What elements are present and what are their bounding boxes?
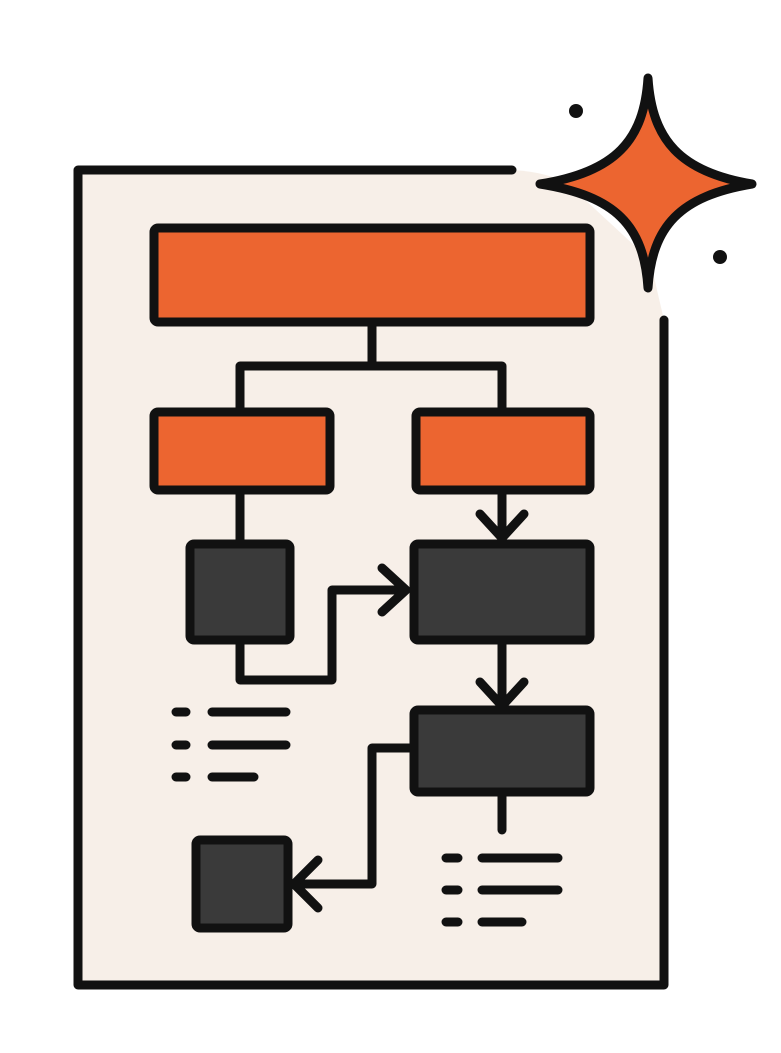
right-dark-box-2	[409, 705, 595, 797]
top-header-box	[149, 223, 595, 327]
arrowhead-bottom-left	[289, 855, 323, 913]
sparkle-dot-top	[569, 104, 583, 118]
left-orange-box	[149, 407, 335, 495]
sparkle-icon	[535, 73, 757, 293]
left-dark-box	[185, 539, 295, 645]
sparkle-dot-bottom	[713, 250, 727, 264]
document-outline	[73, 165, 669, 990]
arrowhead-right-down	[475, 509, 529, 543]
connector-to-bottom-left	[291, 743, 417, 889]
flowchart-icon	[149, 223, 595, 933]
right-dark-box-1	[409, 539, 595, 645]
connector-top-split	[235, 317, 507, 417]
text-lines-left	[171, 707, 291, 782]
bottom-left-dark-box	[191, 835, 293, 933]
arrowhead-into-box	[377, 563, 411, 617]
text-lines-right	[441, 853, 563, 927]
sparkle-star	[535, 73, 757, 293]
right-orange-box	[411, 407, 595, 495]
connector-left-to-right	[235, 585, 409, 685]
